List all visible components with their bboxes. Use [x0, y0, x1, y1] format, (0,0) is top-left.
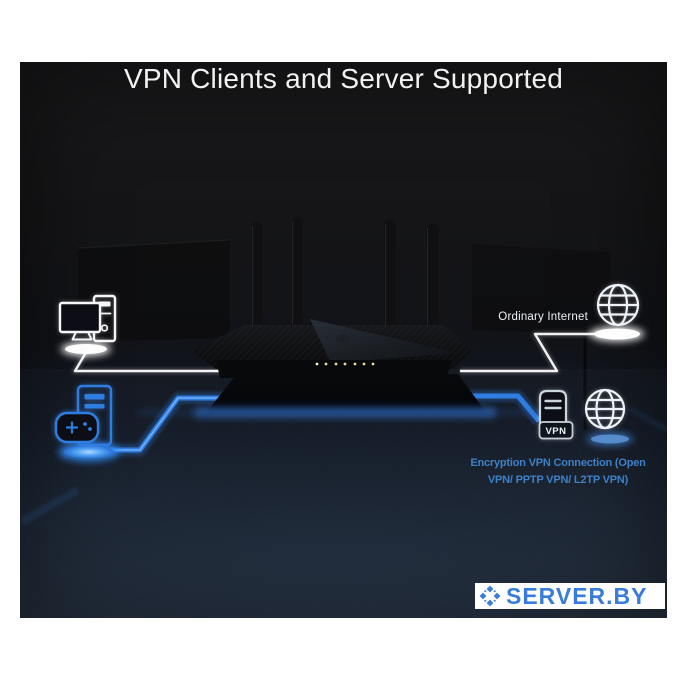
router-pedestal [204, 374, 488, 415]
label-ordinary-internet: Ordinary Internet [498, 311, 588, 323]
router-gloss-panel [310, 319, 457, 363]
vpn-badge [538, 421, 574, 440]
desktop-computer-icon [58, 294, 117, 343]
label-encryption-vpn: Encryption VPN Connection (Open VPN/ PPT… [433, 455, 667, 488]
glow-ellipse-desktop [61, 342, 111, 356]
glow-ellipse-ordinary-globe [590, 326, 644, 342]
pedestal-glow [138, 408, 550, 417]
connection-line-white-left [72, 347, 232, 374]
gaming-pc-icon [54, 384, 113, 447]
label-encryption-line1: Encryption VPN Connection (Open [470, 457, 646, 469]
router-leds [315, 362, 375, 366]
vpn-server-icon: VPN [538, 389, 574, 440]
background-wall [20, 239, 667, 618]
glow-ellipse-vpn-globe [587, 432, 633, 446]
connection-line-white-right [460, 331, 612, 374]
globe-ordinary-internet-icon [596, 283, 640, 327]
router-front-face [216, 360, 451, 378]
label-encryption-line2: VPN/ PPTP VPN/ L2TP VPN) [487, 473, 629, 486]
router-brand-mark [336, 334, 350, 344]
page-title: VPN Clients and Server Supported [123, 63, 564, 94]
vpn-badge-label: VPN [545, 426, 566, 437]
wifi-router [138, 217, 550, 417]
scene-art: VPN [20, 217, 667, 618]
brand-watermark: SERVER.BY [475, 583, 665, 609]
dark-scene: VPN Clients and Server Supported [20, 62, 667, 618]
server-by-logo-icon [479, 585, 501, 607]
glow-ellipse-gaming [59, 443, 119, 461]
brand-name: SERVER.BY [506, 583, 648, 609]
globe-vpn-icon [584, 388, 626, 430]
router-antennas [251, 217, 439, 344]
